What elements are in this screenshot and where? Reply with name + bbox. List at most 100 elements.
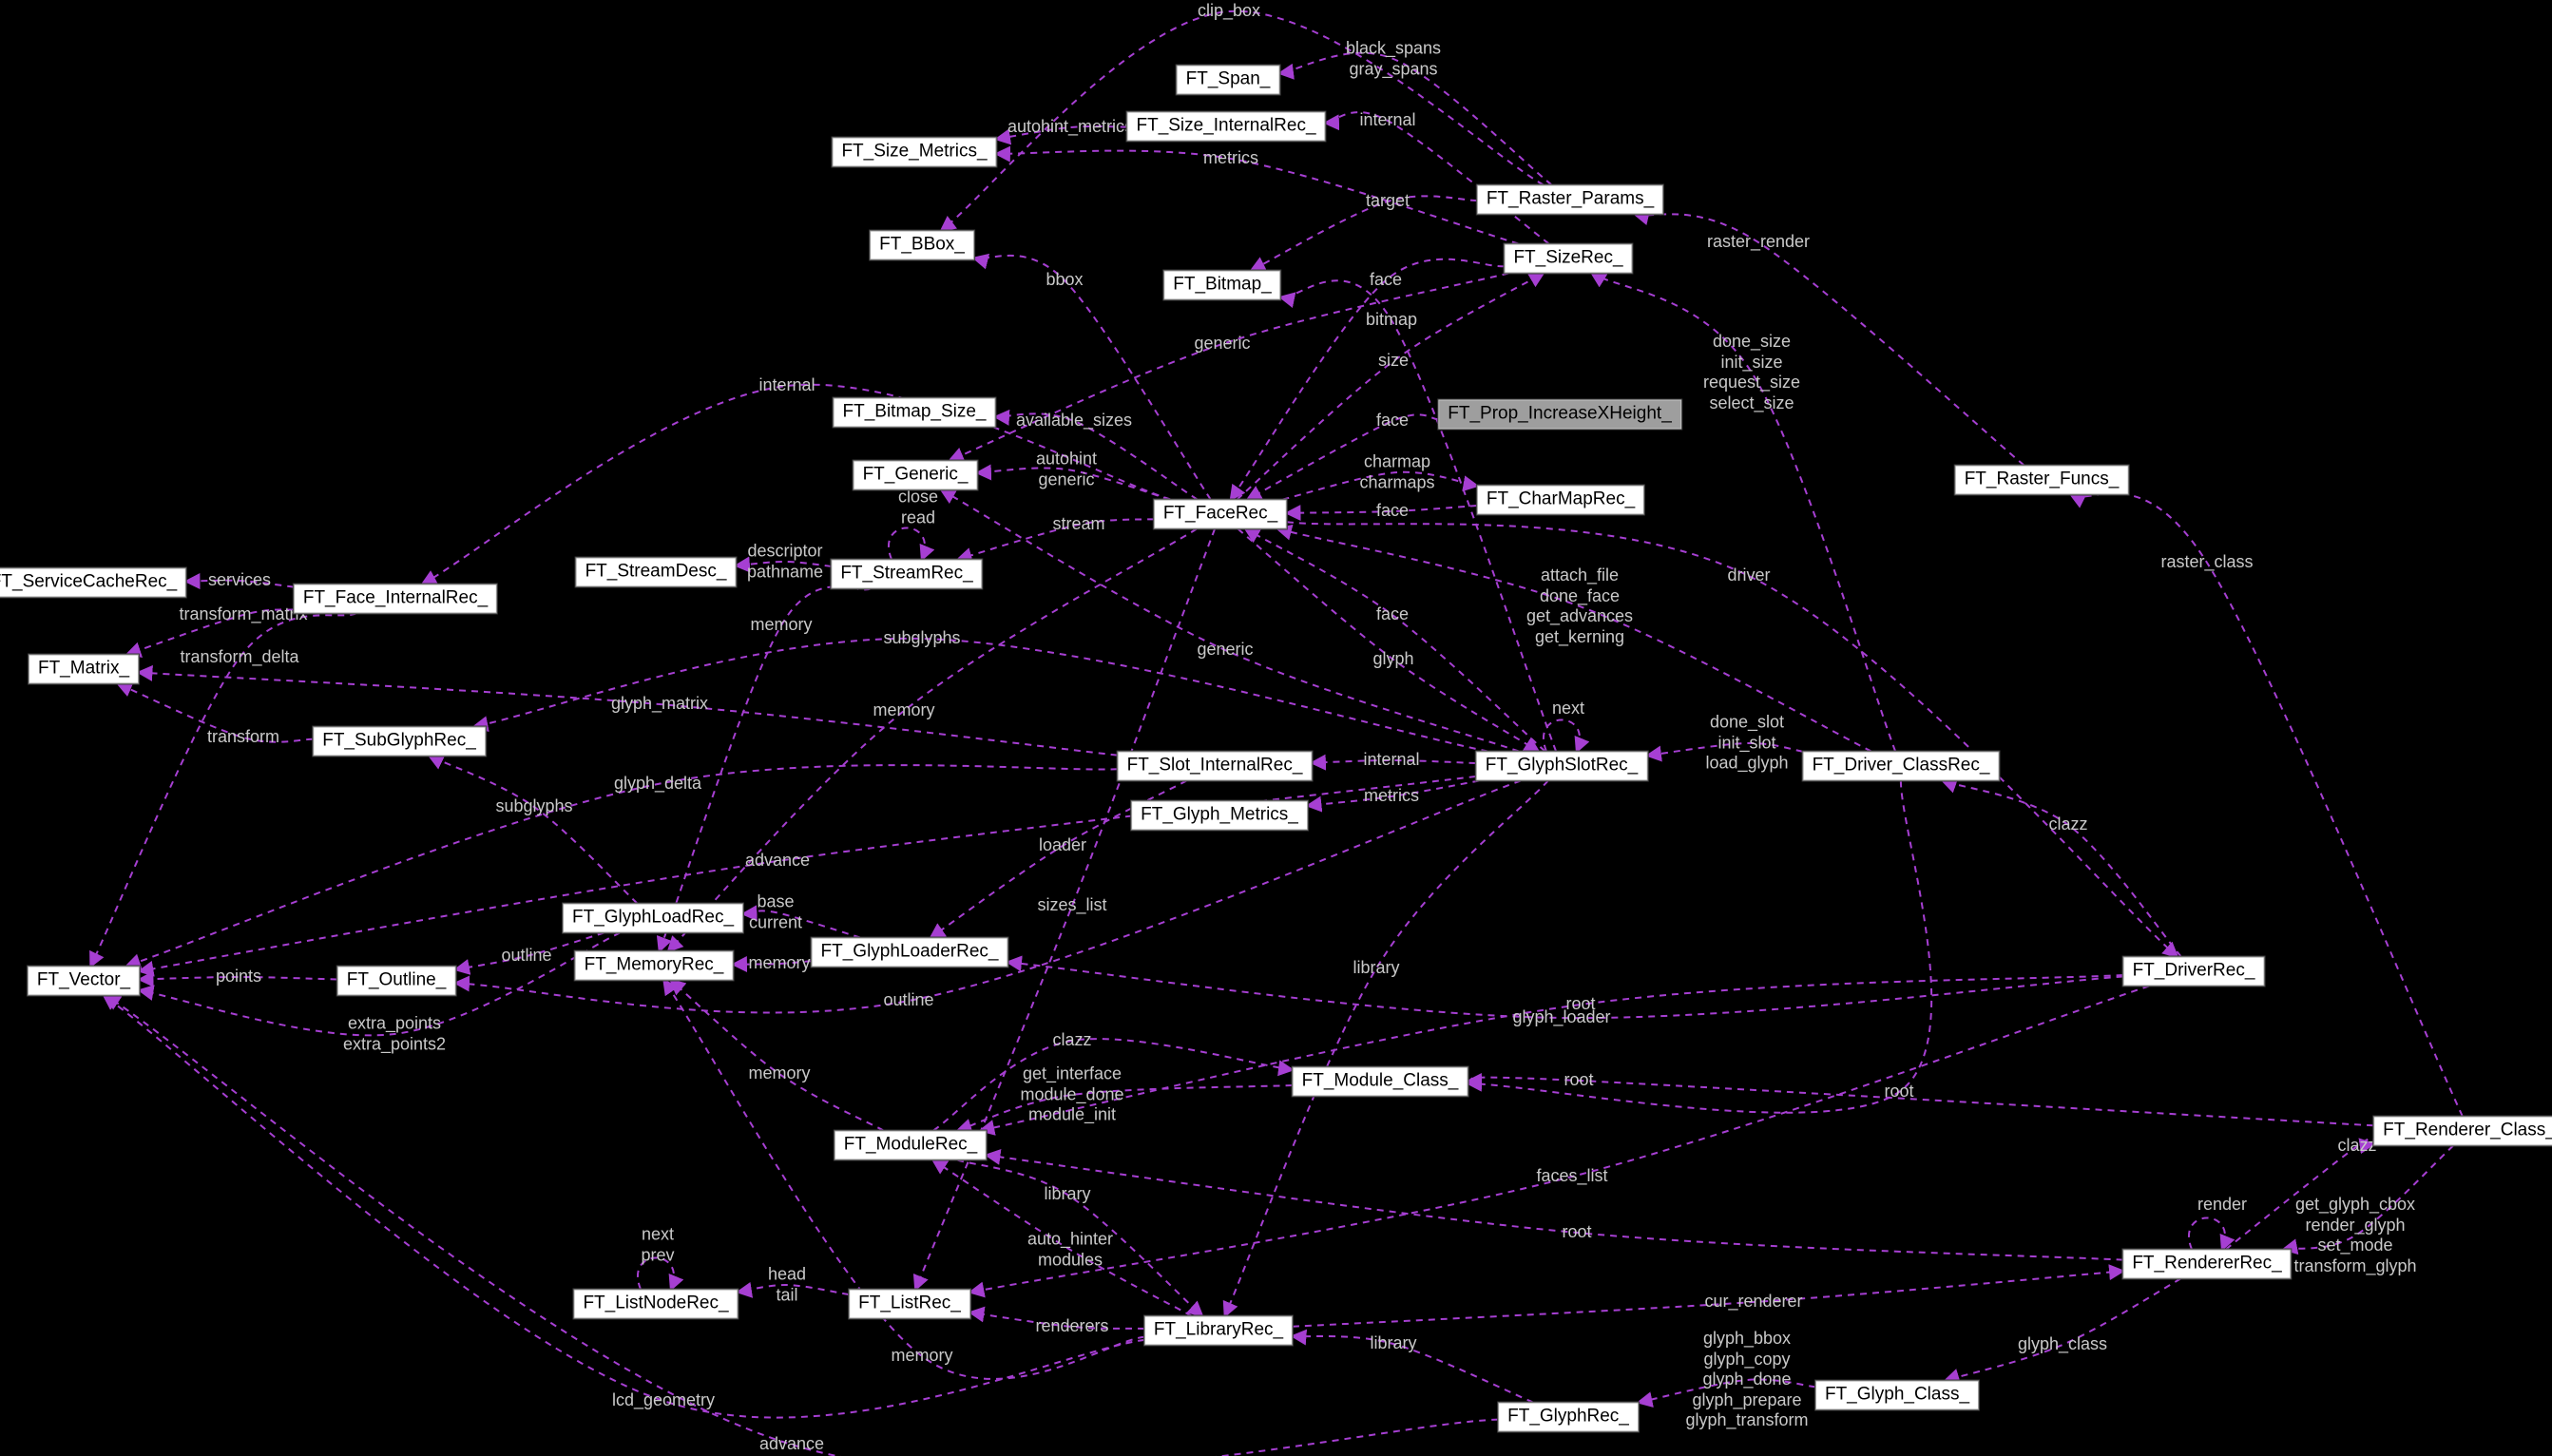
node-FT_Vector_[interactable]: FT_Vector_ [26, 965, 142, 997]
edge-FT_FaceRec_-FT_StreamRec_ [955, 518, 1155, 564]
edge-FT_FaceRec_-FT_SizeRec_ [1236, 272, 1545, 501]
edge-FT_Size_InternalRec_-FT_Size_Metrics_ [993, 125, 1127, 145]
node-FT_Raster_Funcs_[interactable]: FT_Raster_Funcs_ [1953, 464, 2130, 496]
node-FT_Span_[interactable]: FT_Span_ [1175, 64, 1281, 96]
node-FT_Glyph_Class_[interactable]: FT_Glyph_Class_ [1813, 1379, 1981, 1411]
node-FT_Driver_ClassRec_[interactable]: FT_Driver_ClassRec_ [1801, 750, 2001, 782]
edge-FT_DriverRec_-FT_ListRec_ [968, 985, 2150, 1298]
edge-FT_Raster_Params_-FT_Bitmap_ [1249, 195, 1478, 272]
edge-FT_RendererRec_-FT_RendererRec_ [2188, 1217, 2235, 1252]
node-FT_GlyphLoaderRec_[interactable]: FT_GlyphLoaderRec_ [810, 936, 1009, 968]
edge-FT_Face_InternalRec_-FT_Matrix_ [125, 608, 295, 658]
edge-FT_Module_Class_-FT_ModuleRec_ [955, 1084, 1293, 1135]
edge-FT_GlyphSlotRec_-FT_Generic_ [939, 489, 1520, 753]
node-FT_StreamDesc_[interactable]: FT_StreamDesc_ [574, 556, 738, 588]
node-FT_DriverRec_[interactable]: FT_DriverRec_ [2121, 955, 2266, 987]
edge-FT_RendererRec_-FT_Renderer_Class_ [2225, 1137, 2376, 1251]
node-FT_Outline_[interactable]: FT_Outline_ [336, 965, 457, 997]
edge-FT_CharMapRec_-FT_FaceRec_ [1284, 505, 1478, 522]
node-FT_RendererRec_[interactable]: FT_RendererRec_ [2121, 1248, 2293, 1280]
node-FT_Bitmap_Size_[interactable]: FT_Bitmap_Size_ [832, 396, 997, 429]
edge-FT_LibraryRec_-FT_Vector_ [102, 994, 1145, 1419]
node-FT_Module_Class_[interactable]: FT_Module_Class_ [1291, 1065, 1469, 1098]
node-FT_Face_InternalRec_[interactable]: FT_Face_InternalRec_ [292, 583, 499, 615]
edge-FT_GlyphLoaderRec_-FT_GlyphLoadRec_ [740, 905, 861, 939]
edge-FT_Slot_InternalRec_-FT_Vector_ [124, 764, 1118, 969]
edge-FT_Raster_Funcs_-FT_Raster_Params_ [1632, 209, 2025, 467]
edge-FT_DriverRec_-FT_Driver_ClassRec_ [1940, 777, 2182, 958]
edge-FT_Raster_Params_-FT_BBox_ [939, 10, 1545, 233]
edge-FT_Face_InternalRec_-FT_ServiceCacheRec_ [183, 573, 295, 590]
edge-FT_Face_InternalRec_-FT_Vector_ [89, 612, 357, 968]
edge-FT_StreamRec_-FT_MemoryRec_ [656, 585, 872, 953]
node-FT_SubGlyphRec_[interactable]: FT_SubGlyphRec_ [312, 725, 487, 757]
node-FT_Slot_InternalRec_[interactable]: FT_Slot_InternalRec_ [1116, 750, 1314, 782]
edge-FT_ListNodeRec_-FT_ListNodeRec_ [637, 1256, 684, 1292]
node-FT_StreamRec_[interactable]: FT_StreamRec_ [830, 558, 984, 590]
node-FT_SizeRec_[interactable]: FT_SizeRec_ [1503, 242, 1634, 275]
node-FT_Matrix_[interactable]: FT_Matrix_ [27, 653, 141, 685]
edge-FT_Renderer_Class_-FT_RendererRec_ [2281, 1144, 2454, 1255]
node-FT_Glyph_Metrics_[interactable]: FT_Glyph_Metrics_ [1130, 799, 1309, 832]
node-FT_GlyphSlotRec_[interactable]: FT_GlyphSlotRec_ [1474, 750, 1649, 782]
edge-FT_GlyphRec_-FT_Vector_ [104, 994, 1499, 1456]
edge-FT_Driver_ClassRec_-FT_FaceRec_ [1275, 524, 1872, 753]
edge-FT_FaceRec_-FT_DriverRec_ [1286, 521, 2179, 959]
edge-FT_GlyphLoadRec_-FT_SubGlyphRec_ [427, 755, 639, 905]
node-FT_ModuleRec_[interactable]: FT_ModuleRec_ [833, 1129, 988, 1161]
edge-FT_GlyphSlotRec_-FT_GlyphSlotRec_ [1543, 718, 1590, 754]
edge-FT_SizeRec_-FT_Generic_ [947, 272, 1509, 463]
node-FT_Raster_Params_[interactable]: FT_Raster_Params_ [1475, 183, 1665, 216]
node-FT_CharMapRec_[interactable]: FT_CharMapRec_ [1475, 484, 1646, 516]
node-FT_Prop_IncreaseXHeight_[interactable]: FT_Prop_IncreaseXHeight_ [1437, 398, 1682, 431]
edge-FT_DriverRec_-FT_ModuleRec_ [978, 974, 2123, 1136]
node-FT_ServiceCacheRec_[interactable]: FT_ServiceCacheRec_ [0, 566, 188, 599]
node-FT_Size_Metrics_[interactable]: FT_Size_Metrics_ [831, 136, 998, 168]
node-FT_LibraryRec_[interactable]: FT_LibraryRec_ [1142, 1314, 1295, 1347]
edge-FT_LibraryRec_-FT_RendererRec_ [1292, 1264, 2126, 1328]
edge-FT_FaceRec_-FT_Generic_ [974, 464, 1170, 501]
edge-FT_Prop_IncreaseXHeight_-FT_FaceRec_ [1245, 413, 1439, 501]
node-FT_ListRec_[interactable]: FT_ListRec_ [848, 1288, 971, 1320]
edge-FT_ListRec_-FT_ListNodeRec_ [735, 1281, 850, 1298]
edge-FT_LibraryRec_-FT_MemoryRec_ [662, 978, 1145, 1380]
node-FT_Renderer_Class_[interactable]: FT_Renderer_Class_ [2372, 1115, 2552, 1147]
edge-FT_RendererRec_-FT_Glyph_Class_ [1943, 1277, 2181, 1385]
edge-FT_Renderer_Class_-FT_Raster_Funcs_ [2068, 492, 2464, 1117]
node-FT_MemoryRec_[interactable]: FT_MemoryRec_ [573, 949, 735, 982]
edge-FT_GlyphSlotRec_-FT_Bitmap_ [1278, 279, 1558, 752]
edge-FT_RendererRec_-FT_ModuleRec_ [984, 1148, 2123, 1261]
node-FT_GlyphLoadRec_[interactable]: FT_GlyphLoadRec_ [561, 902, 745, 934]
edge-FT_FaceRec_-FT_GlyphSlotRec_ [1237, 527, 1541, 753]
edge-FT_GlyphSlotRec_-FT_Outline_ [452, 779, 1522, 1014]
edge-FT_StreamRec_-FT_StreamDesc_ [733, 556, 832, 573]
edge-FT_GlyphSlotRec_-FT_Glyph_Metrics_ [1305, 779, 1480, 813]
node-FT_Generic_[interactable]: FT_Generic_ [852, 459, 979, 491]
node-FT_BBox_[interactable]: FT_BBox_ [869, 229, 975, 261]
edge-FT_SubGlyphRec_-FT_Matrix_ [115, 681, 314, 743]
node-FT_GlyphRec_[interactable]: FT_GlyphRec_ [1497, 1401, 1640, 1433]
edge-FT_Driver_ClassRec_-FT_Module_Class_ [1465, 780, 1933, 1114]
edge-FT_FaceRec_-FT_ListRec_ [912, 528, 1217, 1292]
node-FT_Bitmap_[interactable]: FT_Bitmap_ [1162, 269, 1282, 301]
edge-FT_Slot_InternalRec_-FT_GlyphLoaderRec_ [929, 779, 1187, 939]
node-FT_Size_InternalRec_[interactable]: FT_Size_InternalRec_ [1125, 110, 1327, 143]
edge-FT_FaceRec_-FT_BBox_ [971, 253, 1212, 501]
node-FT_ListNodeRec_[interactable]: FT_ListNodeRec_ [572, 1288, 739, 1320]
edge-FT_ModuleRec_-FT_LibraryRec_ [956, 1159, 1204, 1318]
edge-FT_GlyphLoaderRec_-FT_MemoryRec_ [730, 956, 812, 973]
edge-FT_GlyphRec_-FT_LibraryRec_ [1290, 1329, 1534, 1404]
edge-FT_DriverRec_-FT_GlyphLoaderRec_ [1005, 955, 2123, 1020]
edge-FT_FaceRec_-FT_Bitmap_Size_ [992, 409, 1199, 501]
edge-FT_Driver_ClassRec_-FT_GlyphSlotRec_ [1644, 741, 1803, 762]
edge-FT_StreamRec_-FT_StreamRec_ [888, 527, 935, 562]
edge-FT_Driver_ClassRec_-FT_SizeRec_ [1589, 272, 1897, 752]
edge-FT_SizeRec_-FT_Size_Metrics_ [993, 145, 1519, 245]
edge-FT_ModuleRec_-FT_Module_Class_ [932, 1038, 1295, 1132]
edge-FT_GlyphSlotRec_-FT_Vector_ [137, 776, 1476, 977]
edge-FT_FaceRec_-FT_MemoryRec_ [666, 527, 1198, 953]
edge-FT_FaceRec_-FT_CharMapRec_ [1282, 470, 1480, 501]
node-FT_FaceRec_[interactable]: FT_FaceRec_ [1152, 498, 1289, 530]
edge-FT_FaceRec_-FT_Face_InternalRec_ [420, 383, 1171, 585]
